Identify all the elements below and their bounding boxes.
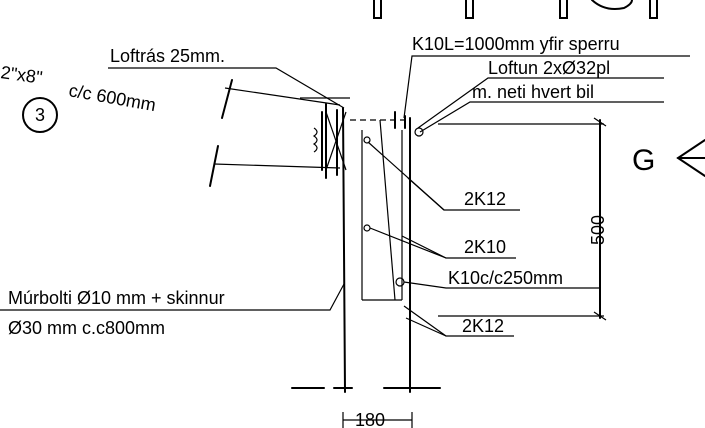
section-g-label: G — [632, 144, 655, 177]
joist-label: 2"x8" — [0, 62, 44, 88]
rebar-2k12-top-label: 2K12 — [464, 189, 506, 209]
top-stubs — [373, 0, 658, 19]
loftras-label: Loftrás 25mm. — [110, 46, 225, 66]
rafter-lines — [209, 79, 350, 187]
rebar-2k10-label: 2K10 — [464, 237, 506, 257]
detail-number: 3 — [22, 97, 58, 133]
leader-lines — [0, 55, 690, 337]
detail-number-label: 3 — [35, 105, 45, 125]
k10l-label: K10L=1000mm yfir sperru — [412, 34, 620, 54]
dim-height-label: 500 — [588, 215, 608, 245]
beam-section — [336, 107, 424, 393]
stirrup-k10c-label: K10c/c250mm — [448, 268, 563, 288]
rebar-2k12-bottom-label: 2K12 — [462, 316, 504, 336]
dim-width-label: 180 — [355, 410, 385, 428]
anchor-bolt-label-2: Ø30 mm c.c800mm — [8, 318, 165, 338]
anchor-bolt-label-1: Múrbolti Ø10 mm + skinnur — [8, 288, 225, 308]
section-marker-g: G — [632, 139, 705, 177]
width-dimension: 180 — [342, 410, 413, 428]
loftun-label-1: Loftun 2xØ32pl — [488, 58, 610, 78]
loftun-label-2: m. neti hvert bil — [472, 82, 594, 102]
joist-spacing-label: c/c 600mm — [67, 80, 157, 115]
height-dimension: 500 — [588, 117, 608, 321]
